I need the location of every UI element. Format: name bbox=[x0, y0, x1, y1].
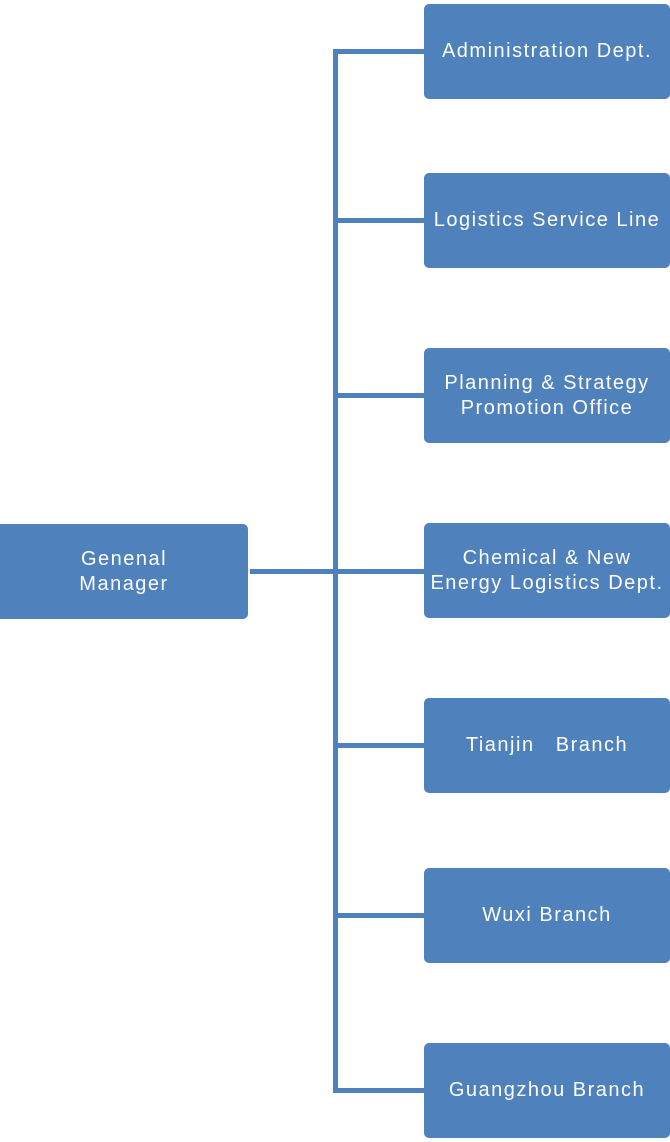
connector-branch-tianjin bbox=[335, 743, 424, 748]
org-node-general-manager-label: Genenal Manager bbox=[79, 547, 169, 595]
connector-branch-guangzhou bbox=[335, 1088, 424, 1093]
org-node-planning-strategy-promotion-office: Planning & Strategy Promotion Office bbox=[424, 348, 670, 443]
org-node-logistics-service-line-label: Logistics Service Line bbox=[433, 209, 661, 231]
connector-branch-root-to-chemical bbox=[250, 569, 424, 574]
org-node-chemical-new-energy-logistics-dept-label: Chemical & New Energy Logistics Dept. bbox=[430, 546, 664, 594]
org-node-administration-dept: Administration Dept. bbox=[424, 4, 670, 99]
org-node-chemical-new-energy-logistics-dept: Chemical & New Energy Logistics Dept. bbox=[424, 523, 670, 618]
org-node-administration-dept-label: Administration Dept. bbox=[441, 40, 653, 62]
connector-branch-logistics-service bbox=[335, 218, 424, 223]
org-node-guangzhou-branch: Guangzhou Branch bbox=[424, 1043, 670, 1138]
org-node-tianjin-branch: Tianjin Branch bbox=[424, 698, 670, 793]
org-node-planning-strategy-promotion-office-label: Planning & Strategy Promotion Office bbox=[444, 371, 650, 419]
org-node-logistics-service-line: Logistics Service Line bbox=[424, 173, 670, 268]
connector-branch-wuxi bbox=[335, 913, 424, 918]
org-node-guangzhou-branch-label: Guangzhou Branch bbox=[448, 1079, 646, 1101]
org-node-general-manager: Genenal Manager bbox=[0, 524, 248, 619]
connector-branch-planning-strategy bbox=[335, 393, 424, 398]
org-node-wuxi-branch-label: Wuxi Branch bbox=[482, 904, 612, 926]
org-node-tianjin-branch-label: Tianjin Branch bbox=[465, 734, 629, 756]
connector-branch-administration bbox=[335, 49, 424, 54]
org-node-wuxi-branch: Wuxi Branch bbox=[424, 868, 670, 963]
